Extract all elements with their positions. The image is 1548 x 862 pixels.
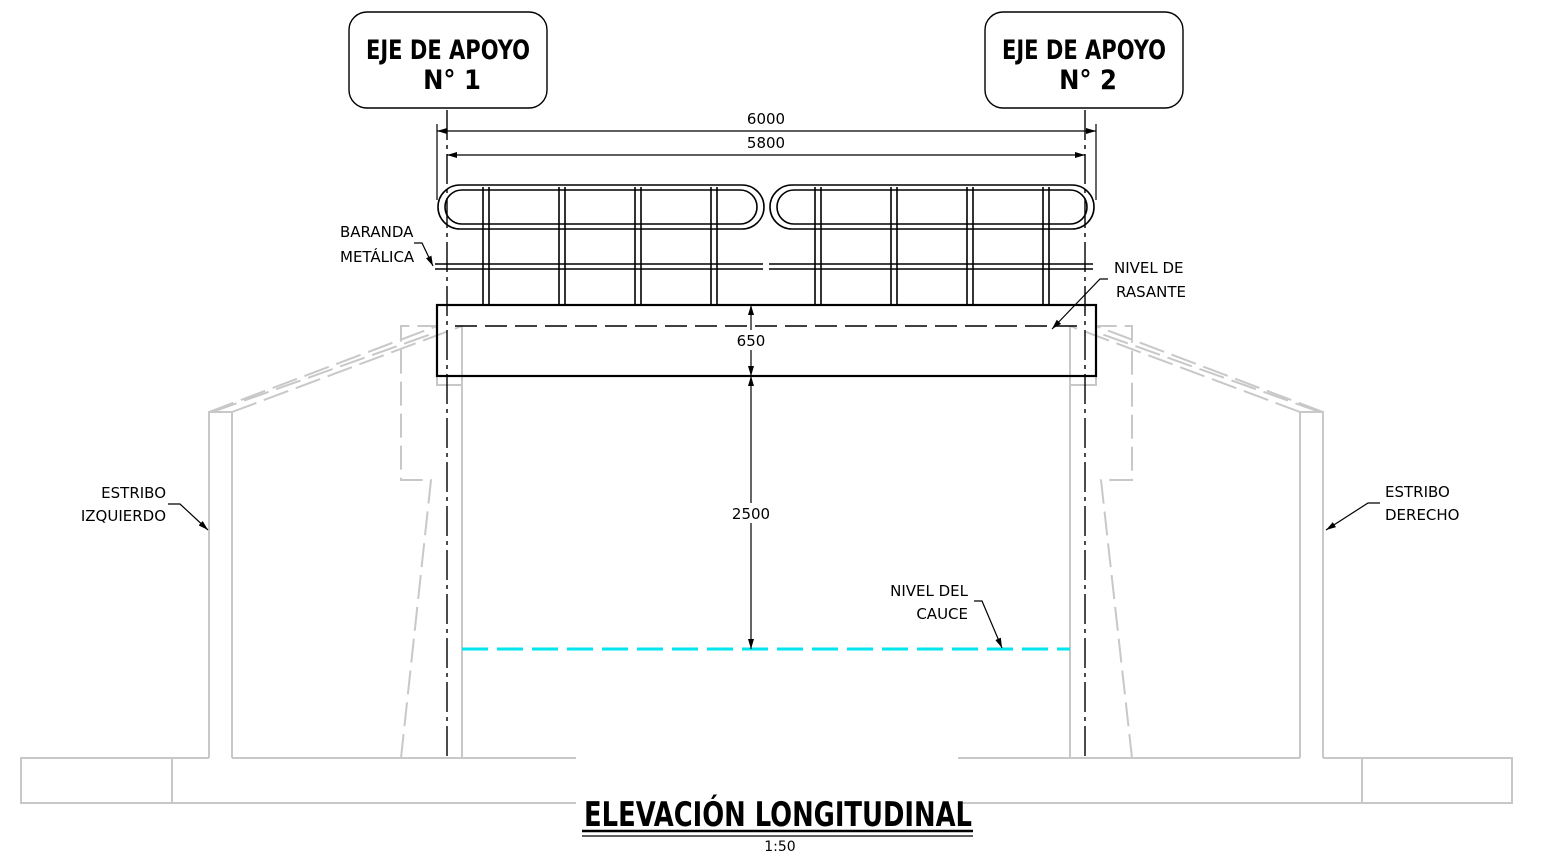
left-abutment-label-line1: ESTRIBO — [101, 484, 166, 502]
axis-label-2-line2: N° 2 — [1059, 65, 1117, 96]
support-axis-lines — [446, 110, 1086, 758]
right-abutment — [958, 325, 1513, 804]
dimension-lines — [436, 124, 1097, 649]
support-axis-label-2: EJE DE APOYO N° 2 — [984, 11, 1184, 109]
left-abutment-label: ESTRIBO IZQUIERDO — [81, 484, 166, 525]
riverbed-label-line2: CAUCE — [916, 605, 968, 623]
railing-label: BARANDA METÁLICA — [340, 223, 415, 266]
riverbed-label-line1: NIVEL DEL — [890, 582, 969, 600]
grade-level-label-line2: RASANTE — [1116, 283, 1186, 301]
deck-slab — [435, 303, 1098, 378]
dim-clear-span: 5800 — [747, 134, 785, 152]
railing-label-line2: METÁLICA — [340, 247, 415, 266]
leader-lines — [168, 242, 1380, 649]
drawing-title: ELEVACIÓN LONGITUDINAL — [584, 794, 972, 835]
right-abutment-label-line1: ESTRIBO — [1385, 483, 1450, 501]
right-abutment-label: ESTRIBO DERECHO — [1385, 483, 1460, 524]
axis-label-1-line1: EJE DE APOYO — [366, 35, 530, 66]
grade-level-label: NIVEL DE RASANTE — [1114, 259, 1186, 301]
grade-level-label-line1: NIVEL DE — [1114, 259, 1184, 277]
railing-label-line1: BARANDA — [340, 223, 414, 241]
dim-total-span: 6000 — [747, 110, 785, 128]
metal-railing — [435, 184, 1095, 305]
dim-deck-depth: 650 — [737, 332, 766, 350]
left-abutment — [20, 325, 576, 804]
riverbed-level-label: NIVEL DEL CAUCE — [890, 582, 969, 623]
axis-label-1-line2: N° 1 — [423, 65, 481, 96]
left-abutment-label-line2: IZQUIERDO — [81, 507, 166, 525]
right-abutment-label-line2: DERECHO — [1385, 506, 1460, 524]
dim-clearance: 2500 — [732, 505, 770, 523]
axis-label-2-line1: EJE DE APOYO — [1002, 35, 1166, 66]
drawing-scale: 1:50 — [764, 839, 795, 855]
support-axis-label-1: EJE DE APOYO N° 1 — [348, 11, 548, 109]
